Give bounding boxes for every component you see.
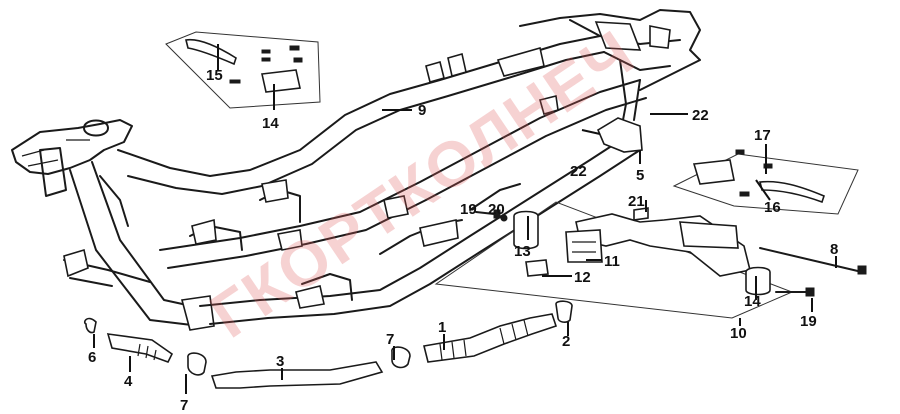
callout-21: 21 [628,193,645,210]
callout-22-right: 22 [692,107,709,124]
inset-box-16-17 [672,149,859,215]
callout-22-left: 22 [570,163,587,180]
callout-4: 4 [124,373,133,390]
engine-hanger-assembly [434,201,867,319]
callout-3: 3 [276,353,284,370]
callout-7-left: 7 [180,397,188,414]
leader-lines [93,44,837,394]
callout-14-top: 14 [262,115,279,132]
callout-12: 12 [574,269,591,286]
callouts: 15 14 9 22 22 5 17 16 21 19 20 13 11 12 … [88,67,838,414]
callout-8: 8 [830,241,838,258]
callout-17: 17 [754,127,771,144]
callout-10: 10 [730,325,747,342]
callout-19-left: 19 [460,201,477,218]
callout-16: 16 [764,199,781,216]
callout-9: 9 [418,102,426,119]
callout-19-right: 19 [800,313,817,330]
callout-2: 2 [562,333,570,350]
callout-11: 11 [604,253,620,270]
callout-20: 20 [488,201,505,218]
lower-parts [83,300,573,389]
callout-15: 15 [206,67,223,84]
callout-7-right: 7 [386,331,394,348]
inset-box-14-15 [165,31,321,109]
main-frame [11,9,701,331]
callout-6: 6 [88,349,96,366]
callout-13: 13 [514,243,531,260]
callout-1: 1 [438,319,446,336]
callout-5: 5 [636,167,644,184]
callout-14-right: 14 [744,293,761,310]
